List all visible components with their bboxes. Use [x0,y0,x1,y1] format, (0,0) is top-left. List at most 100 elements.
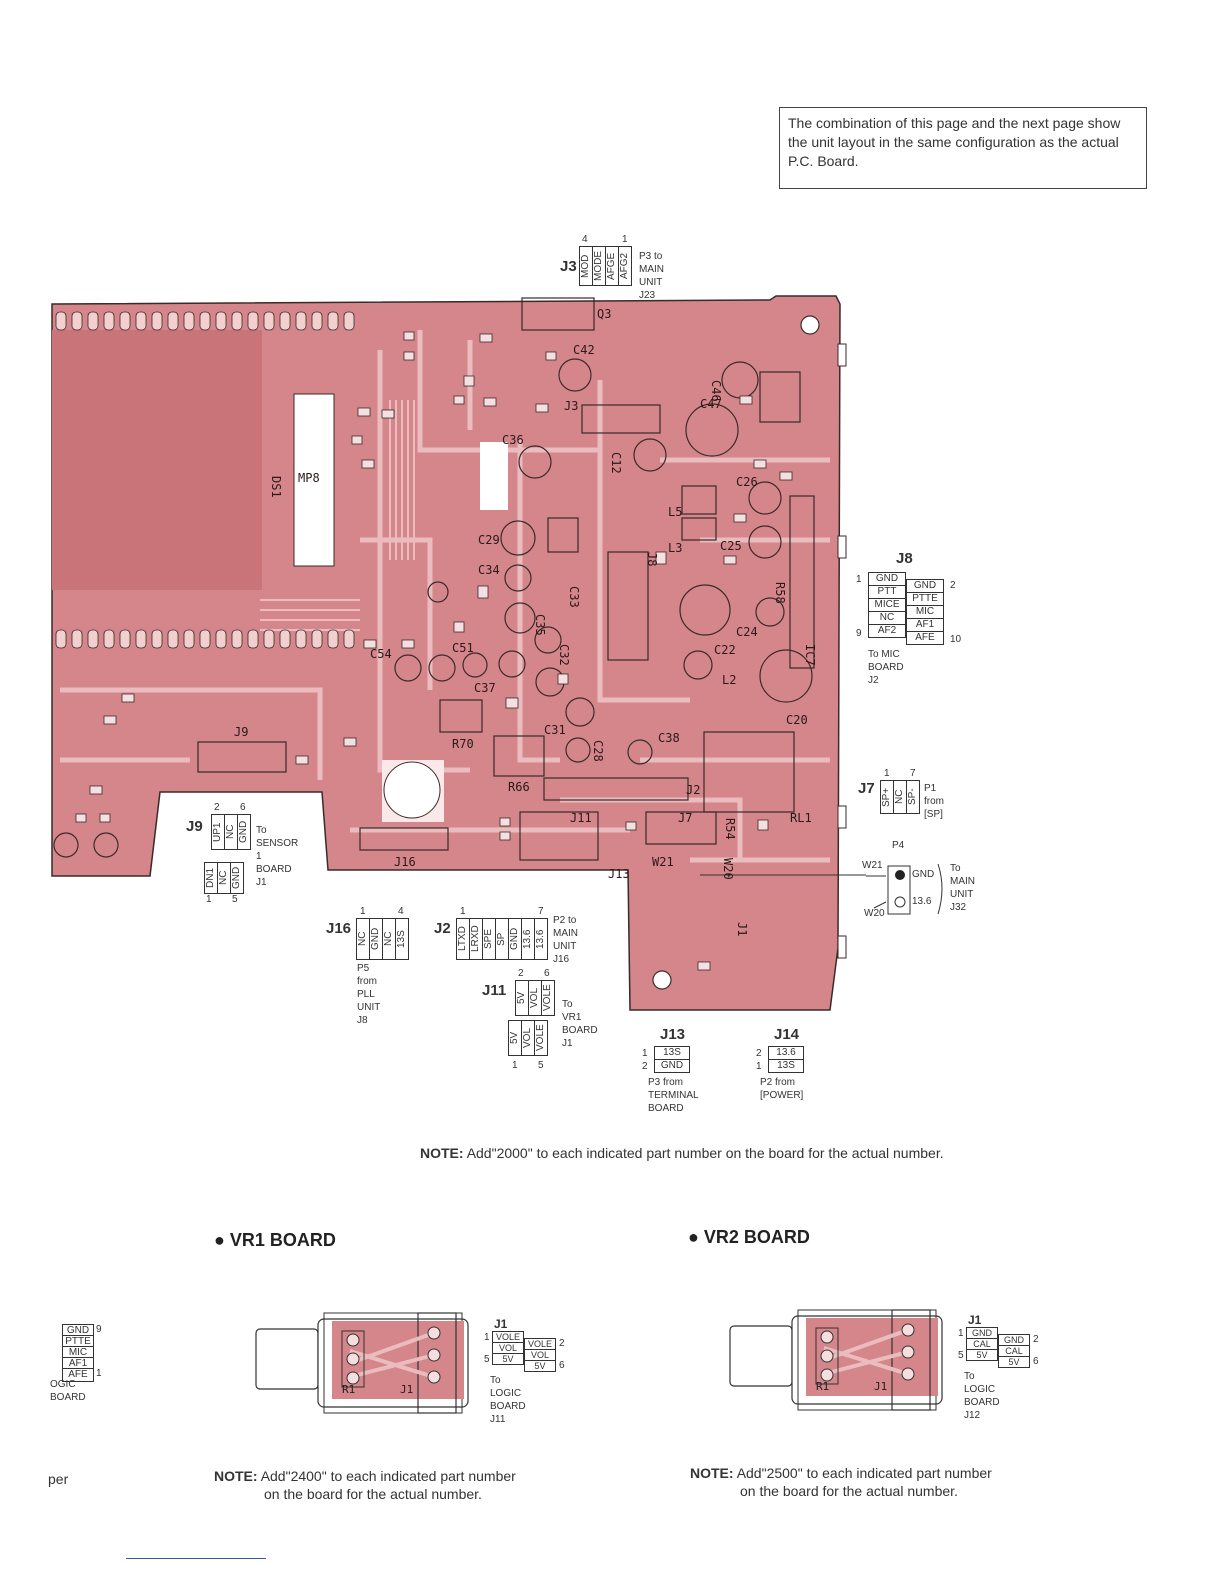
j2-pin-num-1: 1 [460,906,466,917]
p4-w21: W21 [862,860,883,871]
vr2-j1-label: J1 [874,1380,888,1393]
j8-right-pin: MIC [906,605,944,619]
j2-pin-136b: 13.6 [534,918,548,960]
vr2-j1-left-pin: 5V [966,1349,998,1361]
vr2-title-wrap: ● VR2 BOARD [688,1227,810,1248]
j3-pin-afge: AFGE [605,246,619,286]
p4-name: P4 [892,840,905,851]
j14-name: J14 [774,1026,800,1043]
j14-pin-num-1: 1 [756,1061,762,1072]
j2-desc: P2 to MAIN UNIT J16 [553,915,578,965]
svg-text:C35: C35 [533,614,547,636]
j11-pin-num-2: 2 [518,968,524,979]
j3-desc: P3 to MAIN UNIT J23 [639,251,664,301]
j11-pin-num-6: 6 [544,968,550,979]
svg-text:J1: J1 [735,922,749,936]
p4-wire [700,874,866,876]
j13-pin-gnd: GND [654,1059,690,1073]
pin-row-top [55,311,355,331]
j7-name: J7 [858,780,875,797]
j9-pin-num-5: 5 [232,894,238,905]
j11-pin-vol: VOL [528,980,542,1016]
j7-pin-sp-plus: SP+ [880,780,894,814]
j9-pin-up1: UP1 [211,814,225,850]
mp8-window [293,393,335,567]
p4-frame [866,863,943,915]
j8-right-pin: AFE [906,631,944,645]
j16-pin-num-4: 4 [398,906,404,917]
note-main-label: NOTE: [420,1145,464,1161]
j8-pin-num-2: 2 [950,580,956,591]
left-partial-num-9: 9 [96,1324,102,1335]
svg-text:Q3: Q3 [597,307,611,321]
svg-text:C34: C34 [478,563,500,577]
pin-row-bottom [55,629,355,649]
info-box: The combination of this page and the nex… [779,107,1147,189]
j8-pin-num-9: 9 [856,628,862,639]
svg-text:C42: C42 [573,343,595,357]
j14-desc: P2 from [POWER] [760,1077,804,1101]
j2-pin-sp: SP [495,918,509,960]
p4-136: 13.6 [912,896,932,907]
p4-desc: To MAIN UNIT J32 [950,863,975,913]
svg-text:C24: C24 [736,625,758,639]
svg-text:R66: R66 [508,780,530,794]
traces [60,330,830,863]
svg-text:DS1: DS1 [269,476,283,498]
j2-name: J2 [434,920,451,937]
j8-left-pin: GND [868,572,906,586]
j16-pin-13s: 13S [395,918,409,960]
svg-text:C47: C47 [700,397,722,411]
svg-text:L2: L2 [722,673,736,687]
svg-text:J8: J8 [645,552,659,566]
note-vr2: NOTE: Add"2500" to each indicated part n… [690,1464,992,1500]
j13-pin-13s: 13S [654,1046,690,1060]
side-tabs [837,343,847,959]
vr2-j1-right-pin: 5V [998,1356,1030,1368]
capacitors [53,315,820,990]
j7-pin-nc: NC [893,780,907,814]
j9-pin-nc2: NC [217,862,231,894]
j11-pin-5v: 5V [515,980,529,1016]
vr1-j1-left-pin: 5V [492,1353,524,1365]
j8-pin-num-1: 1 [856,574,862,585]
vr1-j1-num-2: 2 [559,1338,565,1349]
vr2-j1-num-2: 2 [1033,1334,1039,1345]
j9-desc: To SENSOR 1 BOARD J1 [256,825,299,888]
svg-text:C36: C36 [502,433,524,447]
svg-text:J7: J7 [678,811,692,825]
svg-text:C37: C37 [474,681,496,695]
svg-text:C29: C29 [478,533,500,547]
j2-pin-num-7: 7 [538,906,544,917]
j8-left-pin: AF2 [868,624,906,638]
j3-pin-afg2: AFG2 [618,246,632,286]
svg-text:R70: R70 [452,737,474,751]
j3-pin-num-1: 1 [622,234,628,245]
svg-text:J9: J9 [234,725,248,739]
j2-pin-spe: SPE [482,918,496,960]
note-vr1-line2: on the board for the actual number. [264,1486,482,1502]
svg-text:MP8: MP8 [298,471,320,485]
j13-desc: P3 from TERMINAL BOARD [648,1077,699,1114]
j11-pin-num-5: 5 [538,1060,544,1071]
vr2-board [729,1309,943,1411]
left-partial-desc: OGIC BOARD [50,1379,86,1403]
vr2-j1-name: J1 [968,1313,982,1327]
vr2-j1-num-6: 6 [1033,1356,1039,1367]
j11-pin-num-1: 1 [512,1060,518,1071]
svg-text:C46: C46 [709,380,723,402]
white-window [480,442,508,510]
note-vr2-label: NOTE: [690,1465,734,1481]
left-partial-pin: AFE [62,1368,94,1382]
j2-pin-ltxd: LTXD [456,918,470,960]
j13-name: J13 [660,1026,686,1043]
note-main-text: Add"2000" to each indicated part number … [466,1145,944,1161]
j7-pin-num-7: 7 [910,768,916,779]
vr2-j1-right-pin: CAL [998,1345,1030,1357]
j8-right-pin: GND [906,579,944,593]
j13-pin-num-1: 1 [642,1048,648,1059]
note-vr1-line1: Add"2400" to each indicated part number [260,1468,516,1484]
j7-pin-num-1: 1 [884,768,890,779]
svg-text:C33: C33 [567,586,581,608]
